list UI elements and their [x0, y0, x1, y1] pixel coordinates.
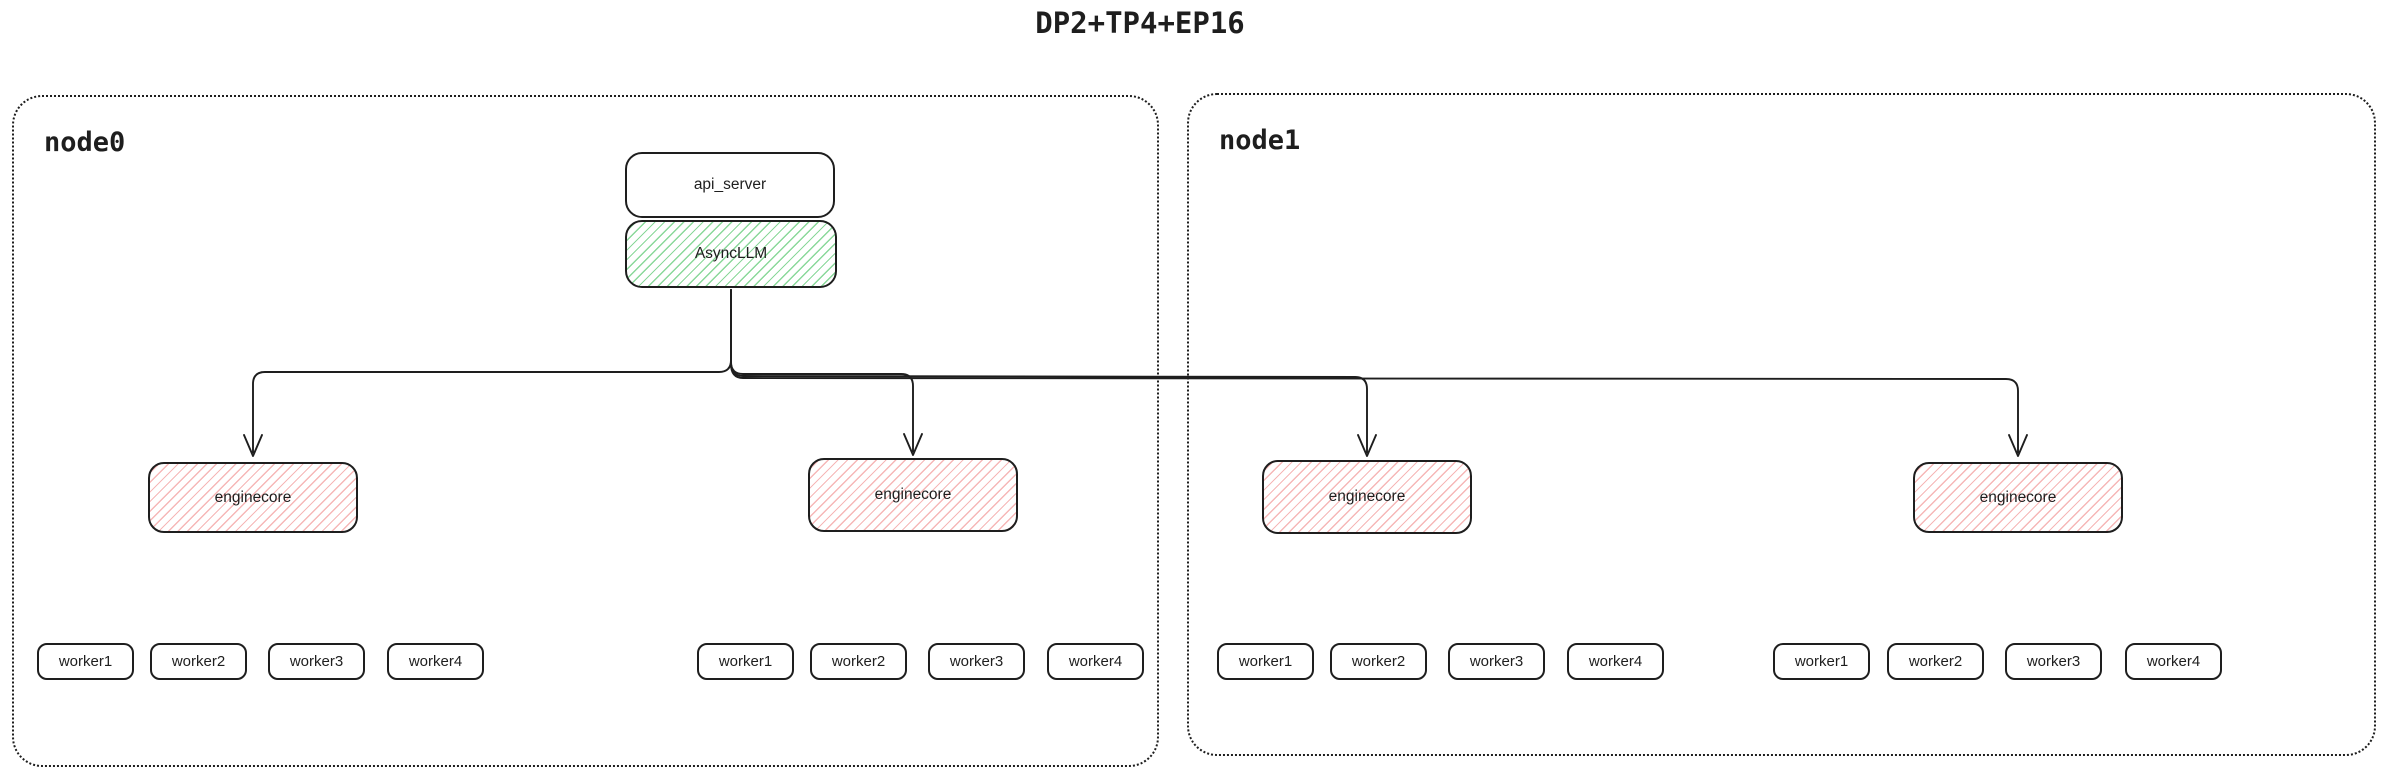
node0-group1-worker2: worker2: [150, 643, 247, 680]
node0-group2-worker3: worker3: [928, 643, 1025, 680]
node0-enginecore-2: enginecore: [808, 458, 1018, 532]
enginecore-label: enginecore: [1328, 488, 1406, 505]
node1-group2-worker1: worker1: [1773, 643, 1870, 680]
node0-group1-worker3: worker3: [268, 643, 365, 680]
node0-enginecore-1: enginecore: [148, 462, 358, 533]
node0-group1-worker1: worker1: [37, 643, 134, 680]
node1-group2-worker2: worker2: [1887, 643, 1984, 680]
asyncllm-box: AsyncLLM: [625, 220, 837, 288]
asyncllm-label: AsyncLLM: [694, 245, 768, 262]
node1-group1-worker4: worker4: [1567, 643, 1664, 680]
node1-enginecore-2: enginecore: [1913, 462, 2123, 533]
node1-group1-worker3: worker3: [1448, 643, 1545, 680]
node1-group1-worker2: worker2: [1330, 643, 1427, 680]
node1-group2-worker4: worker4: [2125, 643, 2222, 680]
node1-enginecore-1: enginecore: [1262, 460, 1472, 534]
api-server-box: api_server: [625, 152, 835, 218]
node0-label: node0: [44, 127, 126, 158]
enginecore-label: enginecore: [214, 488, 292, 506]
node0-group2-worker4: worker4: [1047, 643, 1144, 680]
node0-group2-worker1: worker1: [697, 643, 794, 680]
diagram-title: DP2+TP4+EP16: [1035, 6, 1245, 40]
api-server-label: api_server: [693, 176, 767, 193]
node1-group2-worker3: worker3: [2005, 643, 2102, 680]
node1-label: node1: [1219, 125, 1301, 156]
node1-group1-worker1: worker1: [1217, 643, 1314, 680]
enginecore-label: enginecore: [1979, 488, 2057, 506]
enginecore-label: enginecore: [874, 486, 952, 503]
node0-group2-worker2: worker2: [810, 643, 907, 680]
node0-group1-worker4: worker4: [387, 643, 484, 680]
